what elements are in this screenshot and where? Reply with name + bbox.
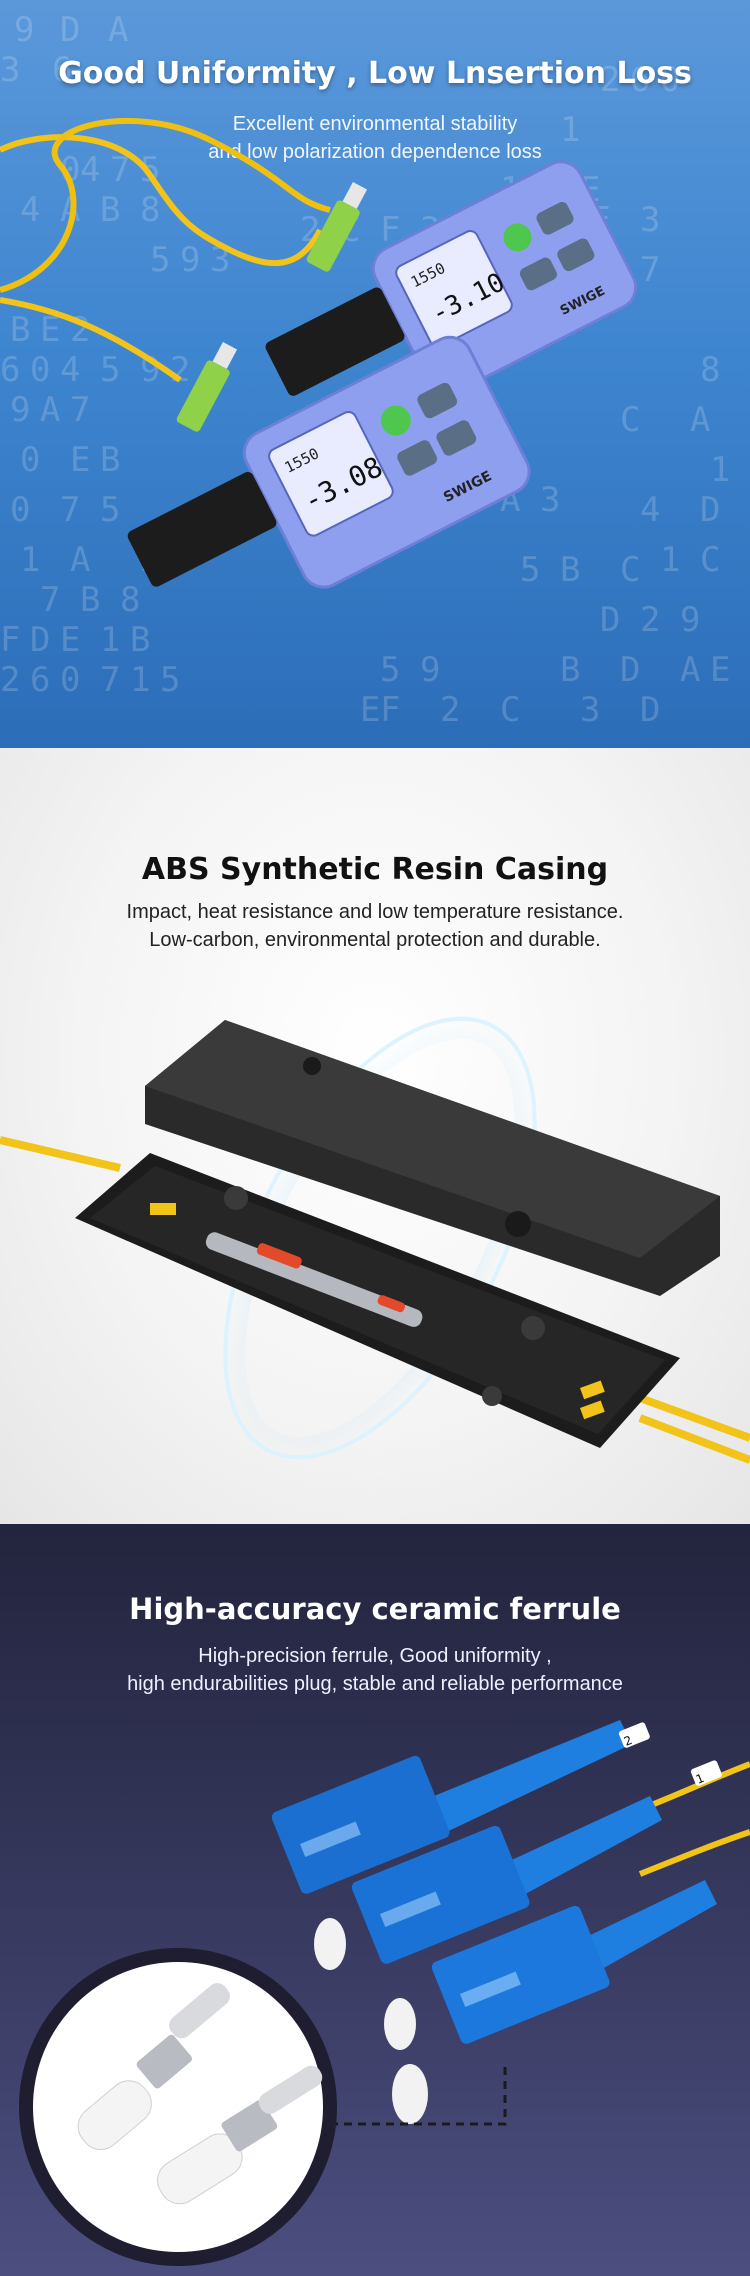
fiber-cable <box>0 1136 121 1172</box>
section-abs-casing: ABS Synthetic Resin Casing Impact, heat … <box>0 748 750 1524</box>
section2-title: ABS Synthetic Resin Casing <box>141 852 609 887</box>
meter-protective-cap <box>127 471 277 587</box>
ferrule-tip <box>392 2064 428 2124</box>
splice-sleeve <box>205 1232 423 1327</box>
cable-label <box>618 1722 650 1748</box>
section2-subtitle-line1: Impact, heat resistance and low temperat… <box>126 901 624 923</box>
section-ceramic-ferrule: High-accuracy ceramic ferrule High-preci… <box>0 1524 750 2276</box>
abs-casing-illustration <box>0 998 750 1478</box>
fiber-cable <box>638 1829 750 1877</box>
section1-subtitle: Excellent environmental stability and lo… <box>0 110 750 166</box>
cable-label <box>690 1760 722 1786</box>
ceramic-ferrule <box>77 1983 323 2205</box>
sc-connector-illustration: 2 1 <box>19 1720 750 2266</box>
section2-subtitle-line2: Low-carbon, environmental protection and… <box>149 929 601 951</box>
meter-protective-cap <box>265 287 405 396</box>
connector-green <box>306 181 368 272</box>
power-meter-b: 1550 -3.10 SWIGE <box>265 160 638 396</box>
fiber-cable <box>0 297 182 383</box>
section1-subtitle-line2: and low polarization dependence loss <box>208 141 542 163</box>
meter-display <box>268 410 394 537</box>
power-meter-a: 1550 -3.08 SWIGE <box>127 335 531 589</box>
fiber-cable <box>638 1394 750 1442</box>
fiber-cable <box>0 118 331 293</box>
ferrule-tip <box>314 1918 346 1970</box>
sc-connector <box>271 1755 610 2044</box>
section3-subtitle-line2: high endurabilities plug, stable and rel… <box>127 1673 623 1695</box>
section1-title: Good Uniformity , Low Lnsertion Loss <box>58 56 692 91</box>
callout-line <box>330 2064 507 2126</box>
fiber-cable <box>638 1414 750 1464</box>
power-button <box>380 405 411 436</box>
power-button <box>503 223 532 252</box>
section2-subtitle: Impact, heat resistance and low temperat… <box>0 898 750 954</box>
connector-green <box>176 341 238 432</box>
fiber-cable <box>0 134 323 266</box>
ferrule-zoom-inset <box>19 1948 337 2266</box>
section1-subtitle-line1: Excellent environmental stability <box>232 113 518 135</box>
power-meter-illustration: 1550 -3.10 SWIGE 1550 -3.08 SWIGE <box>0 118 638 589</box>
ferrule-tip <box>384 1998 416 2050</box>
section3-title: High-accuracy ceramic ferrule <box>129 1592 621 1626</box>
meter-display <box>395 230 513 348</box>
section3-subtitle: High-precision ferrule, Good uniformity … <box>0 1642 750 1698</box>
section3-subtitle-line1: High-precision ferrule, Good uniformity … <box>198 1645 552 1667</box>
